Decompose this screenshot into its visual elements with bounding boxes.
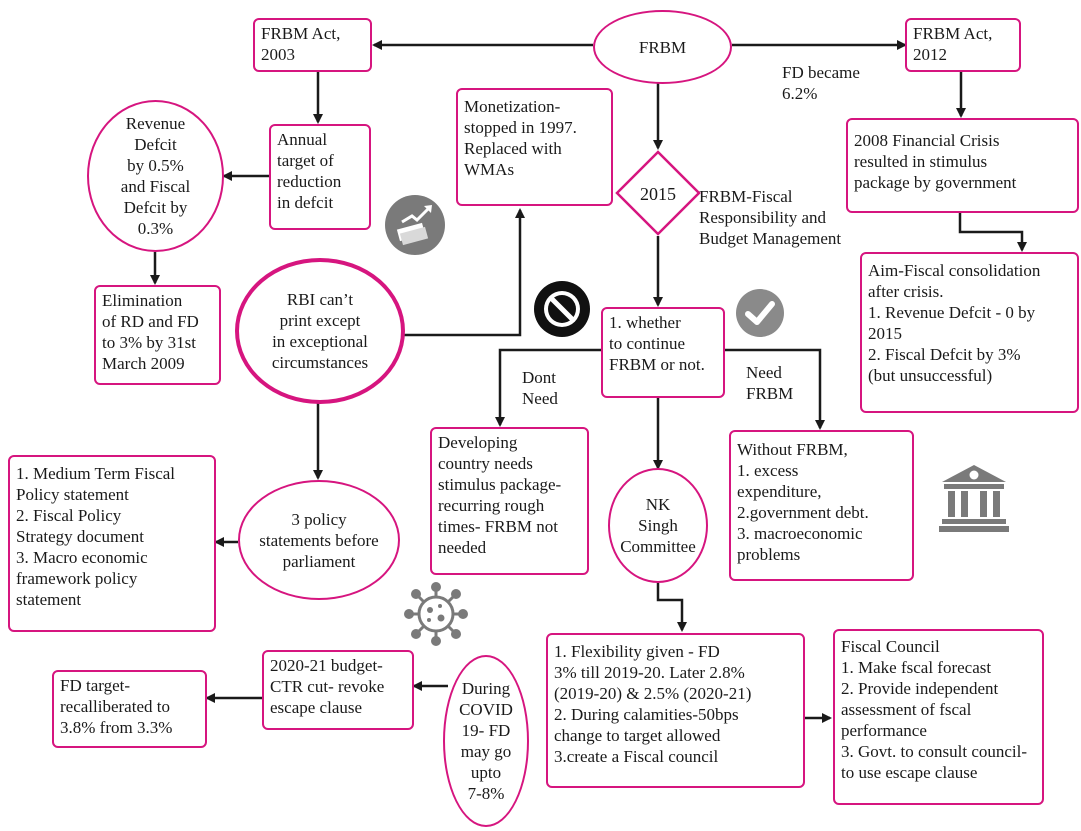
fd-target-box: FD target- recalliberated to 3.8% from 3… (52, 670, 207, 748)
covid-node: During COVID 19- FD may go upto 7-8% (443, 655, 529, 827)
arrow-nksingh-to-flexibility (656, 583, 687, 632)
elimination-box: Elimination of RD and FD to 3% by 31st M… (94, 285, 221, 385)
nk-singh-node: NK Singh Committee (608, 468, 708, 583)
budget-2020-box: 2020-21 budget- CTR cut- revoke escape c… (262, 650, 414, 730)
frbm-node: FRBM (593, 10, 732, 84)
frbm-full-form-label: FRBM-Fiscal Responsibility and Budget Ma… (699, 187, 842, 248)
year-2015-diamond: 2015 (615, 150, 701, 236)
rbi-print-node: RBI can’t print except in exceptional ci… (235, 258, 405, 404)
dont-need-label: Dont Need (522, 368, 558, 408)
annual-target-box: Annual target of reduction in defcit (269, 124, 371, 230)
revenue-deficit-node: Revenue Defcit by 0.5% and Fiscal Defcit… (87, 100, 224, 252)
monetization-box: Monetization- stopped in 1997. Replaced … (456, 88, 613, 206)
three-policy-node: 3 policy statements before parliament (238, 480, 400, 600)
money-growth-icon (385, 195, 445, 255)
frbm-act-2012-box: FRBM Act, 2012 (905, 18, 1021, 72)
financial-crisis-box: 2008 Financial Crisis resulted in stimul… (846, 118, 1079, 213)
checkmark-icon (736, 289, 784, 337)
flexibility-box: 1. Flexibility given - FD 3% till 2019-2… (546, 633, 805, 788)
bank-icon (939, 465, 1009, 532)
arrow-crisis-to-aim (958, 213, 1027, 252)
without-frbm-box: Without FRBM, 1. excess expenditure, 2.g… (729, 430, 914, 581)
year-2015-label: 2015 (640, 184, 676, 204)
frbm-act-2003-box: FRBM Act, 2003 (253, 18, 372, 72)
arrow-whether-to-dontneed (495, 348, 601, 427)
aim-fiscal-box: Aim-Fiscal consolidation after crisis. 1… (860, 252, 1079, 413)
virus-icon (404, 582, 468, 646)
fiscal-council-box: Fiscal Council 1. Make fscal forecast 2.… (833, 629, 1044, 805)
need-frbm-label: Need FRBM (746, 363, 794, 403)
arrow-whether-to-needfrbm (725, 348, 825, 430)
fd-became-label: FD became 6.2% (782, 63, 860, 103)
whether-continue-box: 1. whether to continue FRBM or not. (601, 307, 725, 398)
prohibited-icon (534, 281, 590, 337)
arrow-rbi-to-monetization (403, 208, 525, 337)
policy-statements-list-box: 1. Medium Term Fiscal Policy statement 2… (8, 455, 216, 632)
developing-country-box: Developing country needs stimulus packag… (430, 427, 589, 575)
